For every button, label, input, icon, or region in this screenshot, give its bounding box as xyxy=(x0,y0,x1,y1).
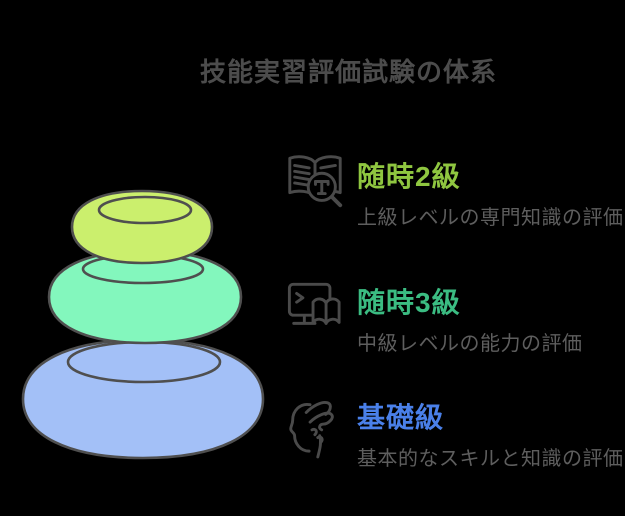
level-description: 基本的なスキルと知識の評価 xyxy=(357,448,624,470)
level-title: 基礎級 xyxy=(357,402,445,433)
stone-top-opening xyxy=(97,195,193,225)
stone-middle xyxy=(47,249,243,345)
level-title: 随時2級 xyxy=(357,161,461,192)
level-description: 中級レベルの能力の評価 xyxy=(357,333,583,355)
book-search-icon xyxy=(283,150,357,215)
level-item-zuiji-2kyu: 随時2級 上級レベルの専門知識の評価 xyxy=(283,150,624,230)
stone-top xyxy=(70,189,214,265)
level-title: 随時3級 xyxy=(357,287,461,318)
stone-bottom xyxy=(21,338,265,460)
level-item-kiso-kyu: 基礎級 基本的なスキルと知識の評価 xyxy=(283,391,624,471)
stone-stack-group xyxy=(21,189,265,460)
level-item-zuiji-3kyu: 随時3級 中級レベルの能力の評価 xyxy=(283,276,583,356)
hand-skill-icon xyxy=(283,391,357,464)
level-description: 上級レベルの専門知識の評価 xyxy=(357,207,624,229)
monitor-book-icon xyxy=(283,276,357,339)
page-title: 技能実習評価試験の体系 xyxy=(200,57,498,87)
